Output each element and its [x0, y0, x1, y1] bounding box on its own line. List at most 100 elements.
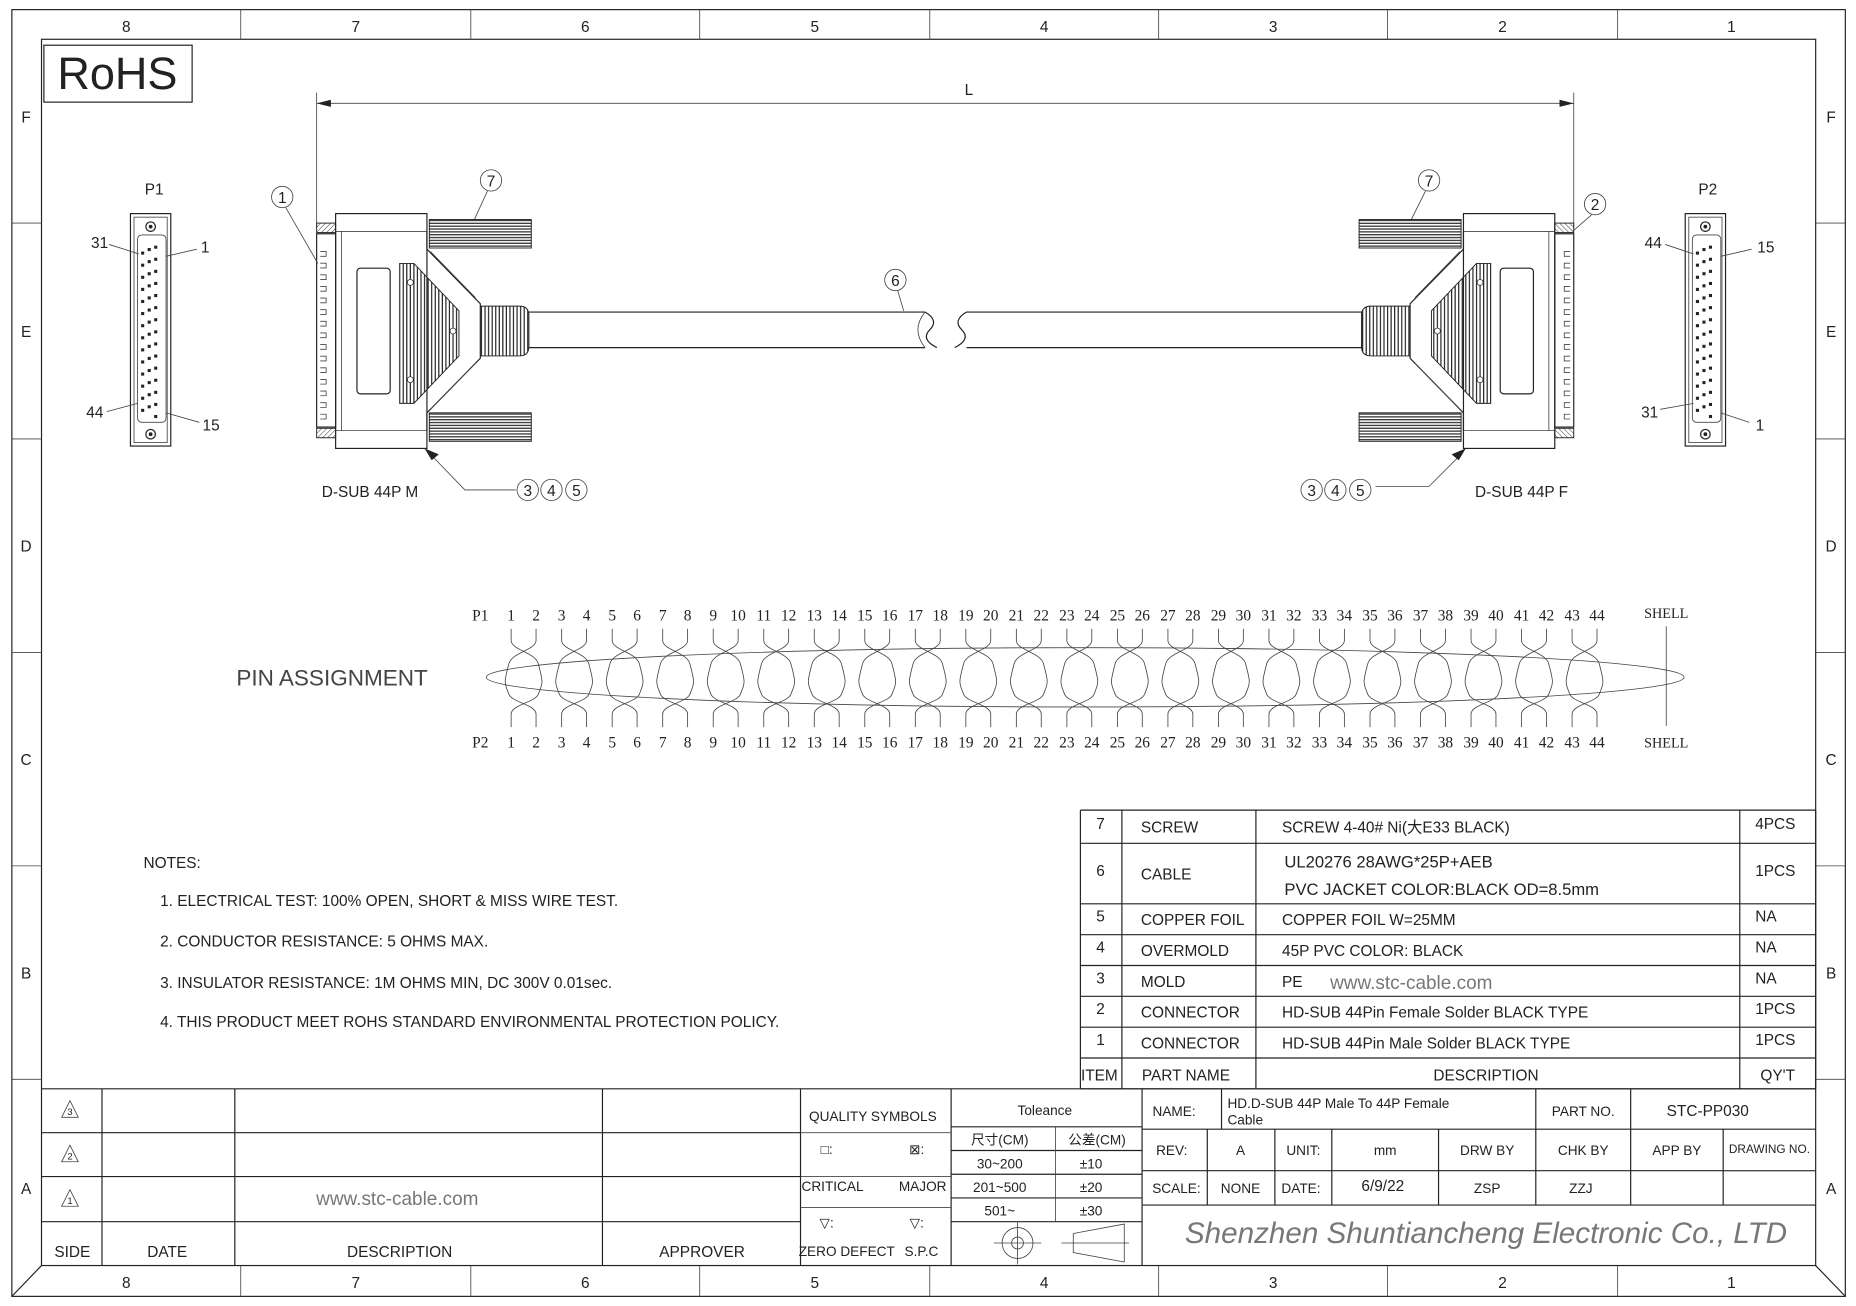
zone-column-label-bottom: 1: [1727, 1275, 1736, 1292]
pin-dot: [141, 360, 145, 364]
pin-dot: [154, 281, 158, 286]
zone-row-label-right: E: [1826, 324, 1836, 341]
twisted-pair-wire: [1218, 628, 1250, 728]
p2-pin-number: 42: [1539, 734, 1554, 751]
twisted-pair-wire: [1571, 628, 1604, 728]
p1-pin-number: 31: [1261, 607, 1276, 624]
p1-pin-15-label: 15: [203, 418, 220, 435]
p1-connector-face: [106, 213, 200, 447]
pin-dot: [1708, 257, 1713, 261]
zone-column-label-top: 6: [581, 19, 590, 36]
contact-mark: [320, 367, 327, 373]
twisted-pair-wire: [959, 628, 992, 728]
pin-dot: [147, 296, 151, 300]
p1-pin-31-label: 31: [91, 235, 108, 252]
pin-dot: [1702, 272, 1706, 276]
revision-header-approver: APPROVER: [659, 1244, 745, 1261]
pin-dot: [147, 393, 151, 397]
twisted-pair-wire: [1420, 628, 1452, 728]
p2-pin-number: 5: [608, 734, 616, 751]
cable-drawing-body: [528, 311, 1362, 349]
p2-pin-number: 28: [1185, 734, 1201, 751]
pin-dot: [154, 342, 158, 346]
zone-row-label-right: C: [1826, 752, 1837, 769]
contact-mark: [320, 251, 327, 257]
pin-dot: [154, 269, 158, 273]
p1-pin-number: 16: [882, 607, 898, 624]
bom-description: COPPER FOIL W=25MM: [1282, 912, 1456, 929]
note-item: 3. INSULATOR RESISTANCE: 1M OHMS MIN, DC…: [160, 975, 612, 992]
p1-pin-number: 12: [781, 607, 796, 624]
drawn-by-value: ZSP: [1474, 1181, 1500, 1196]
p2-pin-number: 39: [1463, 734, 1479, 751]
pin-dot: [154, 330, 158, 334]
p1-pin-number: 10: [730, 607, 746, 624]
pin-dot: [1695, 275, 1699, 279]
bom-quantity: NA: [1755, 970, 1777, 987]
twisted-pair-wire: [1521, 628, 1553, 728]
part-number: STC-PP030: [1667, 1103, 1749, 1120]
bom-item-number: 3: [1096, 970, 1105, 987]
bom-description: 45P PVC COLOR: BLACK: [1282, 943, 1464, 960]
bom-part-name: COPPER FOIL: [1141, 912, 1245, 929]
p1-pin-number: 39: [1463, 607, 1479, 624]
callout-circle: [884, 268, 907, 292]
pin-dot: [1695, 312, 1699, 316]
bom-description: SCREW 4-40# Ni(大E33 BLACK): [1282, 819, 1510, 837]
zone-row-label-left: B: [21, 966, 31, 983]
bom-item-number: 7: [1096, 816, 1105, 833]
p2-pin-number: 1: [507, 734, 515, 751]
zone-row-label-left: F: [21, 109, 30, 126]
p2-pin-number: 13: [807, 734, 823, 751]
male-connector-drawing: [316, 213, 532, 450]
p1-pin-number: 15: [857, 607, 873, 624]
zone-column-label-bottom: 7: [351, 1275, 360, 1292]
contact-mark: [320, 344, 327, 350]
twisted-pair-wire: [1161, 628, 1194, 728]
callout-circle: [565, 478, 588, 502]
bom-item-number: 2: [1096, 1001, 1105, 1018]
pin-dot: [1695, 396, 1699, 400]
p1-pin-number: 41: [1514, 607, 1529, 624]
pin-dot: [147, 308, 151, 312]
twisted-pair-wire: [1369, 628, 1402, 728]
p1-pin-number: 5: [608, 607, 616, 624]
pin-dot: [1695, 299, 1699, 304]
pin-dot: [154, 306, 158, 310]
p2-pin-1-label: 1: [1756, 418, 1765, 435]
bom-item-number: 1: [1096, 1032, 1105, 1049]
zone-column-label-top: 4: [1040, 19, 1049, 36]
pin-dot: [1695, 324, 1699, 328]
revision-triangle-icon: [60, 1144, 79, 1163]
pin-dot: [141, 287, 145, 291]
p2-pin-number: 6: [633, 734, 641, 751]
twisted-pair-wire: [555, 628, 587, 728]
quality-symbols-title: QUALITY SYMBOLS: [809, 1109, 937, 1124]
projection-symbol-icon: [993, 1221, 1130, 1265]
contact-mark: [320, 413, 327, 420]
pin-dot: [147, 272, 151, 276]
spc-symbol: ▽:: [910, 1216, 924, 1231]
callout-number: 4: [547, 483, 556, 500]
female-connector-label: D-SUB 44P F: [1475, 484, 1568, 501]
pin-dot: [147, 260, 151, 264]
twisted-pair-wire: [1015, 628, 1048, 728]
rohs-label: RoHS: [57, 48, 177, 99]
pin-dot: [1695, 336, 1699, 340]
twisted-pair-wire: [1111, 628, 1143, 728]
p2-pin-number: 8: [684, 734, 692, 751]
bom-header-part-name: PART NAME: [1142, 1068, 1230, 1085]
rev-value: A: [1236, 1143, 1246, 1158]
watermark-text: www.stc-cable.com: [315, 1189, 478, 1210]
p1-pin-number: 25: [1110, 607, 1126, 624]
zone-row-label-left: E: [21, 324, 31, 341]
callout-number: 7: [487, 173, 496, 190]
twisted-pair-wire: [763, 628, 795, 728]
pin-dot: [147, 381, 151, 385]
p1-pin-number: 34: [1337, 607, 1353, 624]
twisted-pair-wire: [1464, 628, 1497, 728]
pin-p1-label: P1: [472, 607, 488, 624]
bom-item-number: 6: [1096, 863, 1105, 880]
